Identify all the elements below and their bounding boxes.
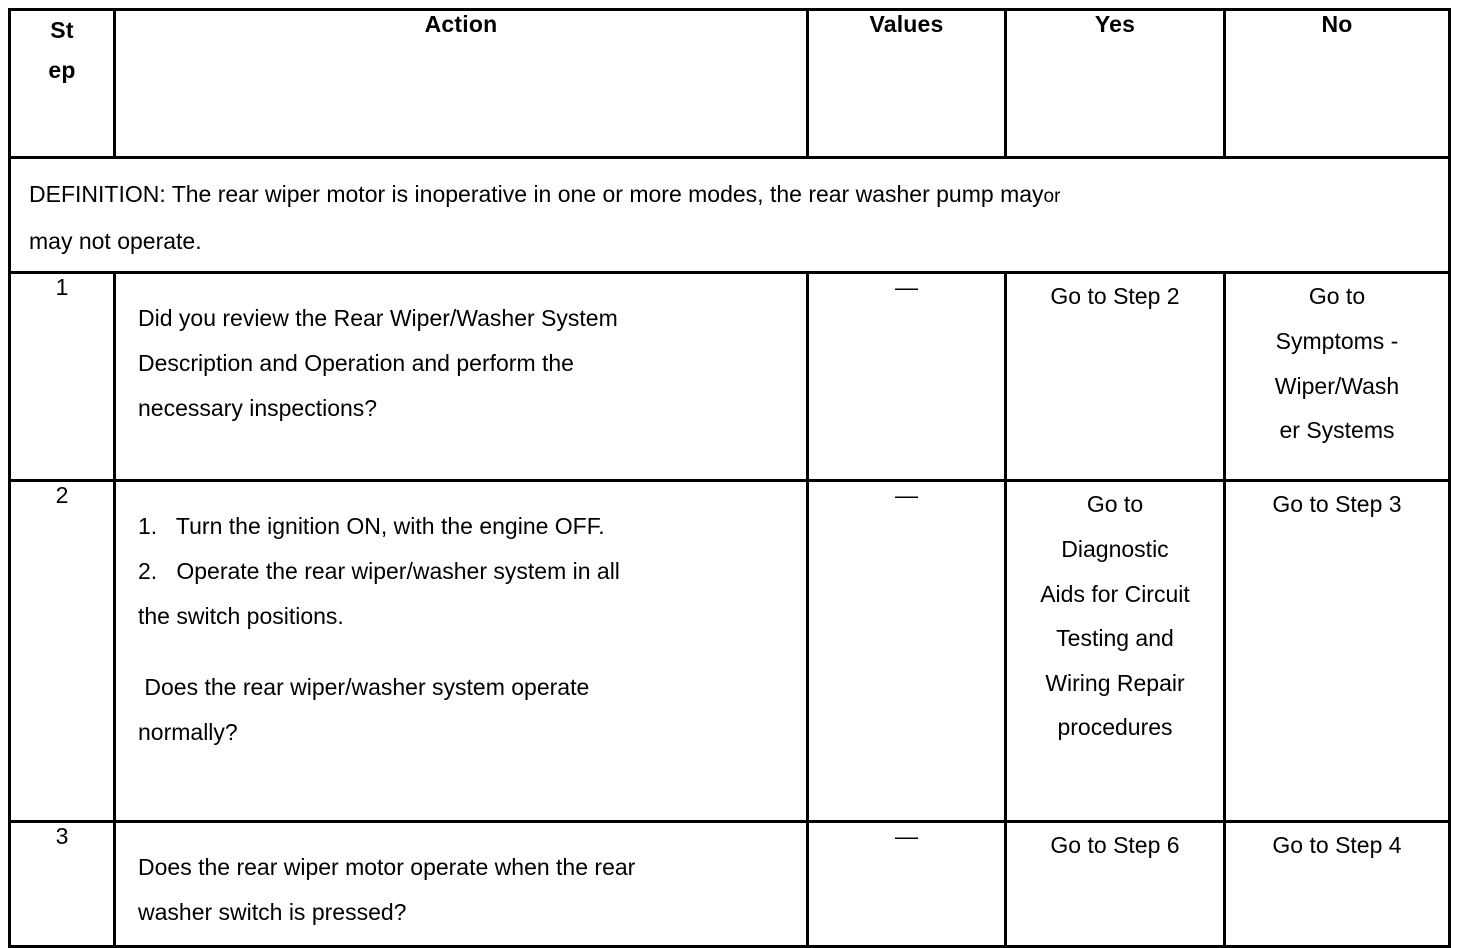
no-line: Go to Step 3 — [1272, 491, 1402, 518]
values-dash: — — [895, 823, 918, 850]
action-line: necessary inspections? — [138, 394, 378, 421]
no-line: Go to Step 4 — [1272, 832, 1402, 859]
yes-line: Go to Step 6 — [1050, 832, 1180, 859]
action-line: Does the rear wiper/washer system operat… — [138, 673, 590, 700]
yes-text-block: Go to Step 2 — [1007, 274, 1223, 319]
yes-line: Wiring Repair — [1045, 669, 1185, 696]
column-header-yes: Yes — [1004, 8, 1226, 159]
action-cell: 1. Turn the ignition ON, with the engine… — [113, 479, 809, 824]
no-text-block: Go to Step 4 — [1226, 823, 1448, 868]
values-cell: — — [806, 820, 1007, 948]
step-number-cell: 3 — [8, 820, 116, 948]
no-cell: Go to Step 4 — [1223, 820, 1451, 948]
action-line: normally? — [138, 718, 238, 745]
no-text-block: Go to Step 3 — [1226, 482, 1448, 527]
action-text-block: Does the rear wiper motor operate when t… — [116, 823, 806, 945]
action-line: Did you review the Rear Wiper/Washer Sys… — [138, 305, 618, 332]
yes-cell: Go to Diagnostic Aids for Circuit Testin… — [1004, 479, 1226, 824]
action-line: Does the rear wiper motor operate when t… — [138, 854, 636, 881]
action-line: Description and Operation and perform th… — [138, 350, 574, 377]
values-dash: — — [895, 274, 918, 301]
column-header-step-line1: St — [50, 17, 74, 43]
no-line: Wiper/Wash — [1274, 372, 1400, 399]
yes-line: Aids for Circuit — [1040, 580, 1190, 607]
table-header-row: St ep Action Values Yes No — [8, 8, 1451, 159]
column-header-action: Action — [113, 8, 809, 159]
column-header-action-label: Action — [424, 11, 498, 37]
no-text-block: Go to Symptoms - Wiper/Wash er Systems — [1226, 274, 1448, 452]
definition-row: DEFINITION: The rear wiper motor is inop… — [8, 155, 1451, 275]
yes-line: Go to — [1086, 491, 1144, 518]
column-header-values-label: Values — [869, 11, 944, 37]
yes-cell: Go to Step 2 — [1004, 271, 1226, 483]
action-line: the switch positions. — [138, 602, 344, 629]
step-number-cell: 1 — [8, 271, 116, 483]
column-header-yes-label: Yes — [1094, 11, 1136, 37]
action-line: 1. Turn the ignition ON, with the engine… — [138, 513, 605, 540]
column-header-values: Values — [806, 8, 1007, 159]
action-text-block: Did you review the Rear Wiper/Washer Sys… — [116, 274, 806, 441]
column-header-no: No — [1223, 8, 1451, 159]
column-header-no-label: No — [1321, 11, 1353, 37]
action-cell: Does the rear wiper motor operate when t… — [113, 820, 809, 948]
yes-text-block: Go to Diagnostic Aids for Circuit Testin… — [1007, 482, 1223, 750]
no-line: Go to — [1308, 283, 1366, 310]
yes-line: Testing and — [1056, 625, 1174, 652]
action-text-block: 1. Turn the ignition ON, with the engine… — [116, 482, 806, 764]
yes-cell: Go to Step 6 — [1004, 820, 1226, 948]
table-row: 3 Does the rear wiper motor operate when… — [8, 820, 1451, 948]
diagnostic-table: St ep Action Values Yes No — [8, 8, 1451, 948]
column-header-step-line2: ep — [48, 56, 76, 83]
step-number-cell: 2 — [8, 479, 116, 824]
definition-continuation-text: may not operate. — [29, 228, 202, 255]
values-dash: — — [895, 482, 918, 509]
yes-line: Diagnostic — [1061, 535, 1169, 562]
no-cell: Go to Step 3 — [1223, 479, 1451, 824]
definition-cell: DEFINITION: The rear wiper motor is inop… — [8, 155, 1451, 275]
no-line: er Systems — [1279, 417, 1395, 444]
table-row: 2 1. Turn the ignition ON, with the engi… — [8, 479, 1451, 824]
column-header-step: St ep — [8, 8, 116, 159]
action-line: washer switch is pressed? — [138, 899, 407, 926]
definition-or-fragment: or — [1043, 186, 1061, 207]
values-cell: — — [806, 479, 1007, 824]
definition-text-block: DEFINITION: The rear wiper motor is inop… — [11, 159, 1448, 271]
no-line: Symptoms - — [1275, 327, 1399, 354]
action-cell: Did you review the Rear Wiper/Washer Sys… — [113, 271, 809, 483]
action-blank-line — [138, 639, 792, 665]
yes-line: procedures — [1057, 714, 1173, 741]
definition-main-text: DEFINITION: The rear wiper motor is inop… — [29, 181, 1044, 207]
yes-line: Go to Step 2 — [1050, 283, 1180, 310]
yes-text-block: Go to Step 6 — [1007, 823, 1223, 868]
action-line: 2. Operate the rear wiper/washer system … — [138, 558, 620, 585]
no-cell: Go to Symptoms - Wiper/Wash er Systems — [1223, 271, 1451, 483]
table-row: 1 Did you review the Rear Wiper/Washer S… — [8, 271, 1451, 483]
values-cell: — — [806, 271, 1007, 483]
